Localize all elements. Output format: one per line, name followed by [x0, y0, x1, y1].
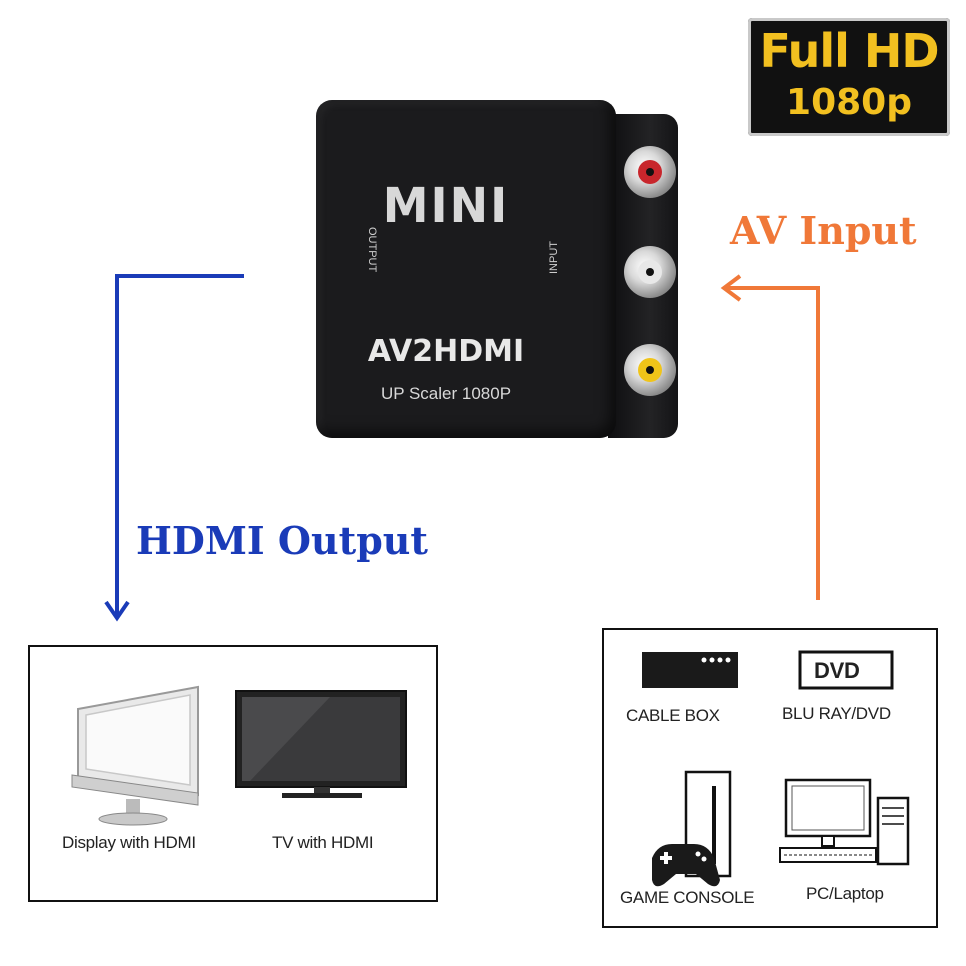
- tv-icon: [235, 690, 407, 798]
- model-label: AV2HDMI: [367, 334, 525, 369]
- pc-icon: [779, 778, 910, 866]
- rca-red-connector: [624, 146, 676, 198]
- rca-yellow-connector: [624, 344, 676, 396]
- rca-hole: [646, 366, 654, 374]
- input-device-label: BLU RAY/DVD: [782, 704, 891, 723]
- subtitle-label: UP Scaler 1080P: [380, 384, 512, 403]
- av2hdmi-adapter: MINI AV2HDMI UP Scaler 1080P OUTPUT INPU…: [316, 100, 691, 445]
- hdmi-output-arrow: [115, 274, 244, 618]
- input-devices-art: [642, 650, 910, 887]
- dvd-icon-text: DVD: [814, 658, 860, 683]
- output-devices-art: [71, 685, 407, 826]
- badge-line1: Full HD: [759, 24, 939, 78]
- hdmi-output-label: HDMI Output: [136, 518, 428, 563]
- dvd-player-icon: [798, 650, 894, 690]
- output-device-label: TV with HDMI: [272, 833, 374, 852]
- hdmi-output-arrowhead: [104, 600, 130, 622]
- av-input-arrow: [724, 286, 820, 600]
- game-console-icon: [652, 770, 732, 887]
- input-devices-panel: DVD CABLE BOX BLU RAY/DVD GAME CONSOLE P…: [602, 628, 938, 928]
- brand-label: MINI: [382, 176, 510, 234]
- adapter-body: [316, 100, 616, 438]
- av-input-arrowhead: [720, 274, 742, 302]
- monitor-icon: [71, 685, 199, 826]
- input-device-label: GAME CONSOLE: [620, 888, 755, 907]
- output-devices-panel: Display with HDMI TV with HDMI: [28, 645, 438, 902]
- input-device-label: PC/Laptop: [806, 884, 884, 903]
- rca-hole: [646, 268, 654, 276]
- output-device-label: Display with HDMI: [62, 833, 196, 852]
- badge-line2: 1080p: [786, 82, 912, 123]
- rca-white-connector: [624, 246, 676, 298]
- input-device-label: CABLE BOX: [626, 706, 720, 725]
- av-input-label: AV Input: [730, 208, 917, 253]
- full-hd-badge: Full HD 1080p: [748, 18, 950, 136]
- cable-box-icon: [642, 652, 738, 688]
- rca-hole: [646, 168, 654, 176]
- output-port-label: OUTPUT: [366, 227, 378, 273]
